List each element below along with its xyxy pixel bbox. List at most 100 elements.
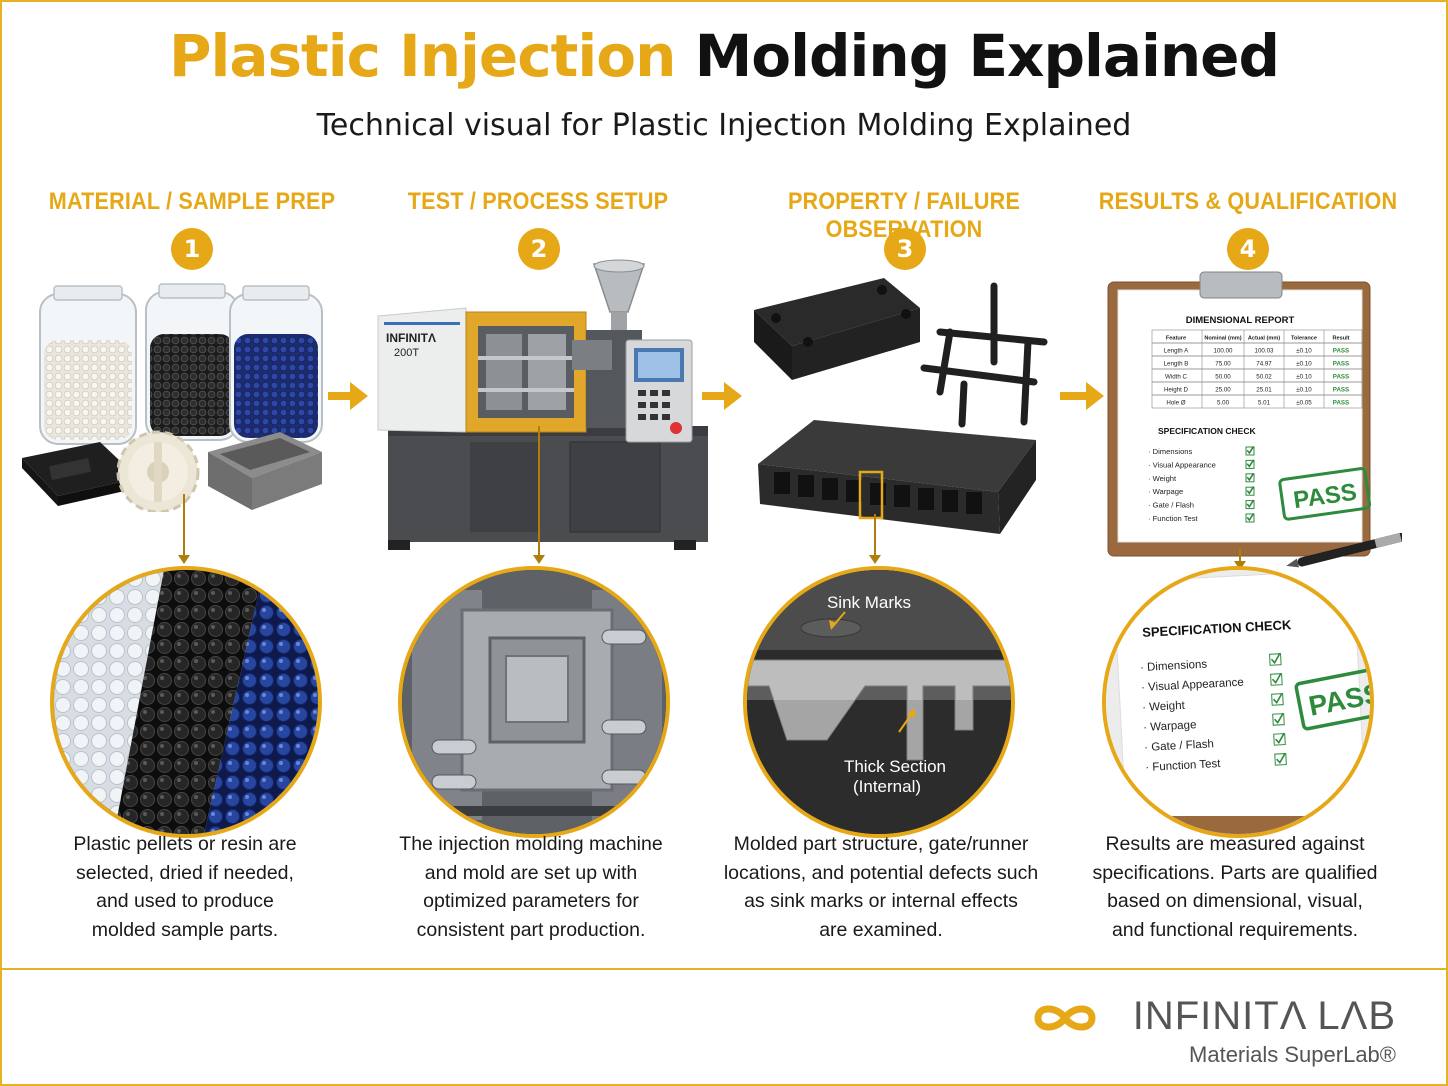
checkmark-icon <box>1275 732 1285 744</box>
table-cell: ±0.10 <box>1296 348 1312 355</box>
pellets-closeup-circle <box>50 566 322 838</box>
table-cell: PASS <box>1333 361 1349 368</box>
page-title: Plastic Injection Molding Explained <box>0 22 1448 90</box>
table-header-cell: Result <box>1332 336 1349 342</box>
checkbox-icon <box>1245 500 1255 510</box>
step-4-number-badge: 4 <box>1227 228 1269 270</box>
spec-item: · Weight <box>1142 700 1186 714</box>
checkbox-icon <box>1272 713 1285 726</box>
checkbox-icon <box>1269 653 1282 666</box>
title-accent: Plastic Injection <box>168 22 676 90</box>
step-2-number-badge: 2 <box>518 228 560 270</box>
table-cell: 50.02 <box>1256 374 1272 381</box>
pointer-arrow-icon <box>869 514 881 564</box>
table-cell: 100.03 <box>1255 348 1274 355</box>
mold-closeup-circle <box>398 566 670 838</box>
step-3-description: Molded part structure, gate/runner locat… <box>723 833 1039 941</box>
table-header-cell: Feature <box>1166 336 1186 342</box>
pointer-arrow-icon <box>533 426 545 564</box>
brand-name: INFINITΛ LΛB <box>1132 994 1396 1038</box>
spec-item: · Dimensions <box>1148 447 1193 456</box>
spec-item: · Gate / Flash <box>1148 501 1194 510</box>
flow-arrow-icon <box>702 382 742 410</box>
thick-section-callout: Thick Section <box>844 757 946 776</box>
checkmark-icon <box>1271 672 1282 685</box>
dimensional-report-clipboard: DIMENSIONAL REPORT Feature Nominal (mm) Ac… <box>1107 271 1402 568</box>
pointer-arrow-icon <box>178 494 190 564</box>
table-cell: ±0.10 <box>1296 387 1312 394</box>
brand-tagline: Materials SuperLab® <box>1189 1042 1396 1067</box>
table-cell: ±0.05 <box>1296 400 1312 407</box>
checkbox-icon <box>1245 486 1255 496</box>
spec-check-list: · Dimensions· Visual Appearance· Weight·… <box>1148 445 1255 523</box>
spec-closeup-list: · Dimensions· Visual Appearance· Weight·… <box>1140 652 1287 774</box>
checkmark-icon <box>1276 752 1286 764</box>
table-cell: ±0.10 <box>1296 374 1312 381</box>
table-cell: Hole Ø <box>1166 400 1185 407</box>
spec-item: · Function Test <box>1148 514 1199 523</box>
table-cell: Height D <box>1164 387 1189 394</box>
table-cell: PASS <box>1333 348 1349 355</box>
table-cell: Length B <box>1164 361 1189 368</box>
step-1-description: Plastic pellets or resin are selected, d… <box>73 833 297 941</box>
spec-item: · Function Test <box>1145 758 1222 774</box>
checkmark-icon <box>1246 445 1255 455</box>
spec-item: · Gate / Flash <box>1144 738 1214 754</box>
checkmark-icon <box>1246 459 1255 468</box>
table-cell: PASS <box>1333 387 1349 394</box>
table-cell: 100.00 <box>1214 348 1233 355</box>
spec-item: · Warpage <box>1148 487 1183 496</box>
infinity-logo-icon <box>1034 1005 1096 1031</box>
table-header-cell: Nominal (mm) <box>1204 336 1241 342</box>
report-title: DIMENSIONAL REPORT <box>1186 315 1295 326</box>
page-subtitle: Technical visual for Plastic Injection M… <box>316 108 1132 143</box>
report-table: Feature Nominal (mm) Actual (mm) Tolerance R… <box>1151 329 1363 409</box>
checkmark-icon <box>1246 472 1255 482</box>
table-header-cell: Actual (mm) <box>1248 336 1280 342</box>
spec-item: · Visual Appearance <box>1148 460 1216 469</box>
jar-blue-pellets <box>229 285 323 443</box>
step-4-description: Results are measured against specificati… <box>1092 833 1378 941</box>
spec-item: · Visual Appearance <box>1141 677 1244 694</box>
step-3-number-badge: 3 <box>884 228 926 270</box>
checkmark-icon <box>1246 486 1255 495</box>
table-cell: PASS <box>1333 374 1349 381</box>
checkbox-icon <box>1245 513 1255 523</box>
table-cell: ±0.10 <box>1296 361 1312 368</box>
table-cell: 25.00 <box>1215 387 1231 394</box>
checkbox-icon <box>1245 446 1255 456</box>
table-cell: 5.00 <box>1217 400 1230 407</box>
material-sample-illustration <box>22 283 323 512</box>
defect-crosssection-circle: Sink Marks Thick Section (Internal) <box>743 566 1015 838</box>
checkbox-icon <box>1245 473 1255 483</box>
title-rest: Molding Explained <box>694 22 1280 90</box>
thick-section-internal-callout: (Internal) <box>853 777 921 796</box>
spec-check-closeup-circle: SPECIFICATION CHECK · Dimensions· Visual… <box>1102 566 1374 838</box>
pointer-arrow-icon <box>1234 548 1246 570</box>
step-2-description: The injection molding machine and mold a… <box>399 833 663 941</box>
jar-white-pellets <box>39 285 137 445</box>
brand-logo: INFINITΛ LΛB Materials SuperLab® <box>1034 994 1396 1074</box>
injection-machine-illustration: INFINITΛ 200T <box>377 259 708 550</box>
checkbox-icon <box>1274 753 1287 766</box>
step-1-number-badge: 1 <box>171 228 213 270</box>
step-2-heading: TEST / PROCESS SETUP <box>407 188 669 215</box>
checkmark-icon <box>1270 652 1281 665</box>
table-cell: 5.01 <box>1258 400 1271 407</box>
checkmark-icon <box>1274 712 1284 724</box>
table-cell: Width C <box>1165 374 1188 381</box>
table-cell: 74.97 <box>1256 361 1272 368</box>
checkbox-icon <box>1273 733 1286 746</box>
jar-black-pellets <box>145 283 239 441</box>
sink-marks-callout: Sink Marks <box>827 593 911 612</box>
checkmark-icon <box>1246 512 1255 522</box>
step-4-heading: RESULTS & QUALIFICATION <box>1098 188 1398 215</box>
table-cell: Length A <box>1164 348 1189 355</box>
table-header-cell: Tolerance <box>1291 336 1317 342</box>
spec-item: · Warpage <box>1143 719 1197 734</box>
spec-check-title: SPECIFICATION CHECK <box>1158 426 1256 436</box>
flow-arrow-icon <box>1060 382 1104 410</box>
flow-arrow-icon <box>328 382 368 410</box>
checkmark-icon <box>1246 499 1255 509</box>
